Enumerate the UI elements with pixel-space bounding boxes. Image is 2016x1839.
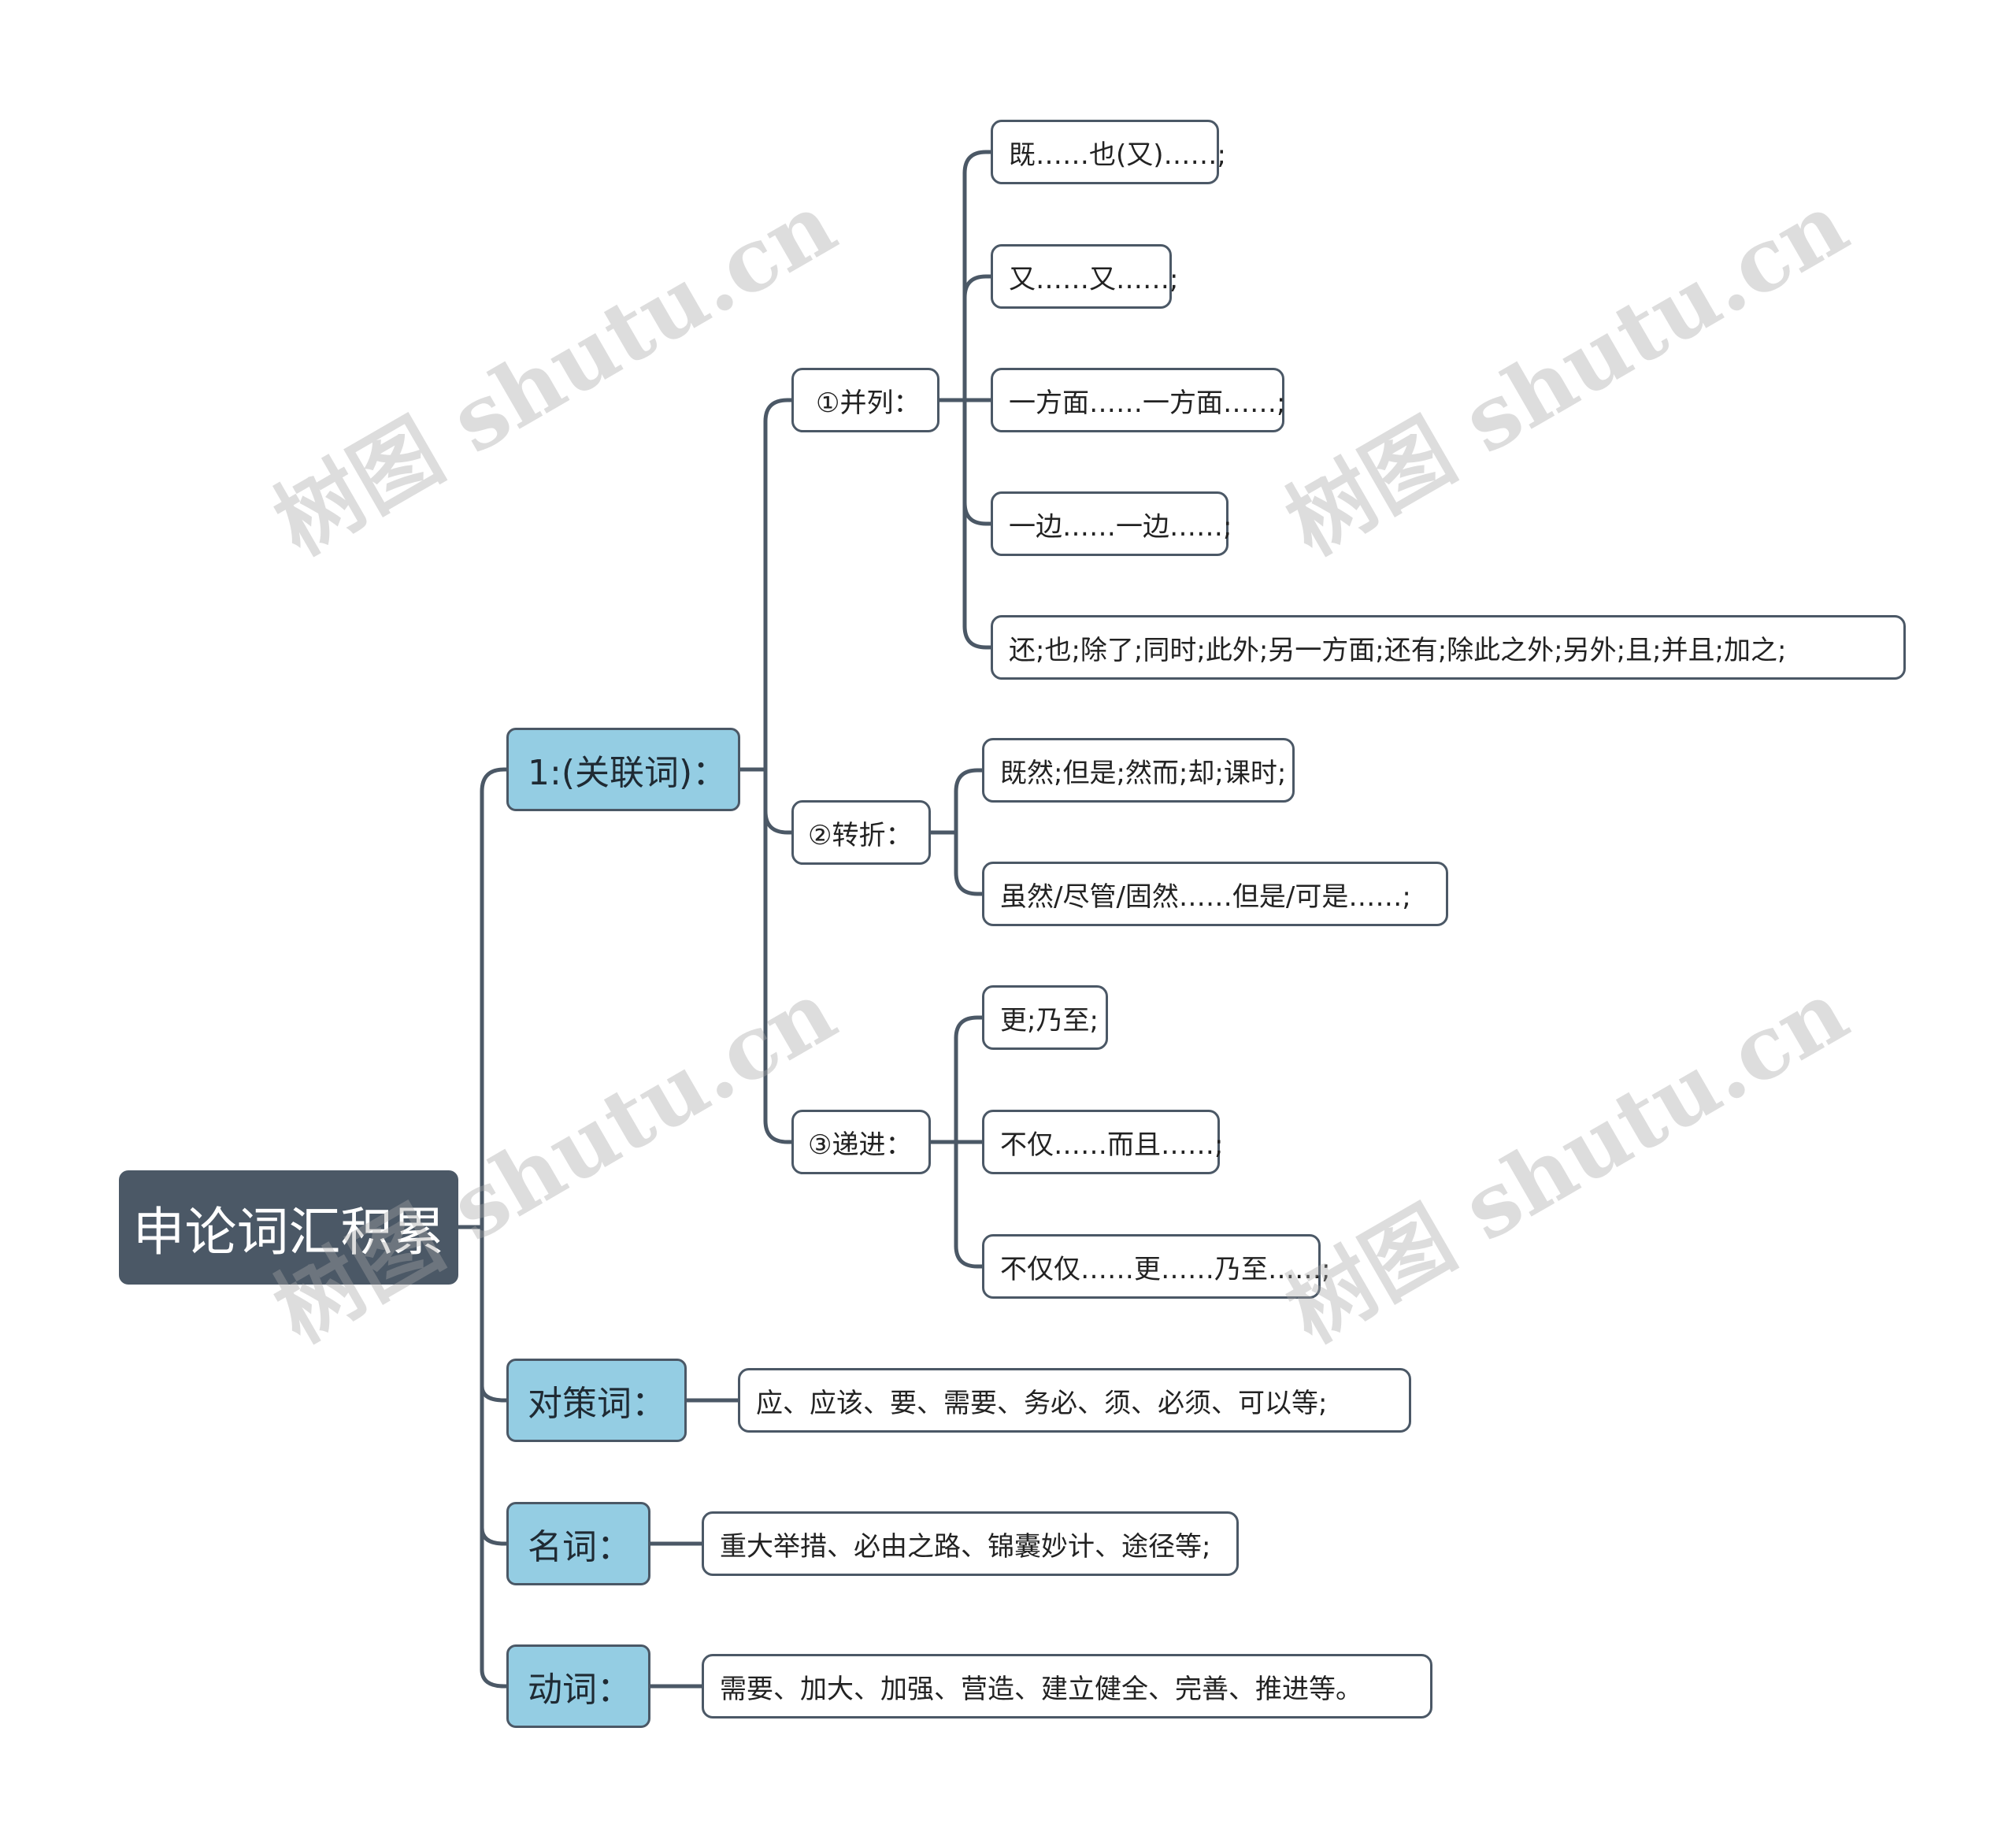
leaf-progressive-3[interactable]: 不仅仅……更……乃至……;	[982, 1234, 1330, 1299]
leaf-parallel-3[interactable]: 一方面……一方面……;	[991, 368, 1285, 432]
leaf-parallel-5[interactable]: 还;也;除了;同时;此外;另一方面;还有;除此之外;另外;且;并且;加之;	[991, 615, 1906, 680]
branch-nouns[interactable]: 名词：	[506, 1502, 650, 1585]
branch-connectives[interactable]: 1:(关联词)：	[506, 728, 740, 811]
subbranch-parallel[interactable]: ①并列：	[791, 368, 939, 432]
leaf-verbs[interactable]: 需要、加大、加强、营造、建立健全、完善、推进等。	[702, 1654, 1432, 1719]
leaf-nouns[interactable]: 重大举措、必由之路、锦囊妙计、途径等;	[702, 1511, 1239, 1576]
root-topic[interactable]: 申论词汇积累	[119, 1170, 458, 1285]
leaf-contrast-2[interactable]: 虽然/尽管/固然……但是/可是……;	[982, 862, 1448, 926]
subbranch-progressive[interactable]: ③递进：	[791, 1110, 931, 1174]
branch-verbs[interactable]: 动词：	[506, 1644, 650, 1728]
subbranch-contrast[interactable]: ②转折：	[791, 800, 931, 865]
leaf-parallel-2[interactable]: 又……又……;	[991, 244, 1178, 309]
leaf-progressive-2[interactable]: 不仅……而且……;	[982, 1110, 1223, 1174]
leaf-contrast-1[interactable]: 既然;但是;然而;却;课时;	[982, 738, 1295, 803]
leaf-parallel-1[interactable]: 既……也(又)……;	[991, 120, 1226, 184]
leaf-countermeasure[interactable]: 应、应该、要、需要、务必、须、必须、可以等;	[738, 1368, 1411, 1433]
leaf-progressive-1[interactable]: 更;乃至;	[982, 985, 1108, 1050]
branch-countermeasure[interactable]: 对策词：	[506, 1359, 687, 1442]
leaf-parallel-4[interactable]: 一边……一边……;	[991, 491, 1232, 556]
